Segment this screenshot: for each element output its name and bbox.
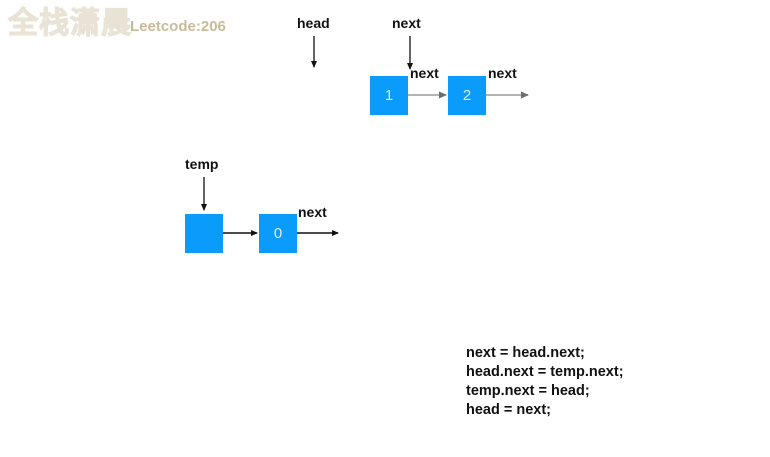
list-node-2[interactable]: 2 bbox=[448, 76, 486, 115]
watermark-text: 全栈潇晨 bbox=[8, 7, 132, 40]
edge-label-next-1: next bbox=[410, 65, 439, 81]
list-node-0[interactable]: 0 bbox=[259, 214, 297, 253]
code-line-4: head = next; bbox=[466, 402, 552, 418]
code-line-1: next = head.next; bbox=[466, 345, 585, 361]
edge-label-next-3: next bbox=[298, 204, 327, 220]
edge-label-next-2: next bbox=[488, 65, 517, 81]
pointer-label-head: head bbox=[297, 15, 330, 31]
code-line-2: head.next = temp.next; bbox=[466, 364, 624, 380]
list-node-temp[interactable] bbox=[185, 214, 223, 253]
pointer-label-temp: temp bbox=[185, 156, 219, 172]
code-snippet: next = head.next; head.next = temp.next;… bbox=[466, 344, 624, 420]
list-node-1[interactable]: 1 bbox=[370, 76, 408, 115]
watermark-subtitle: Leetcode:206 bbox=[130, 18, 226, 35]
pointer-label-next: next bbox=[392, 15, 421, 31]
code-line-3: temp.next = head; bbox=[466, 383, 590, 399]
